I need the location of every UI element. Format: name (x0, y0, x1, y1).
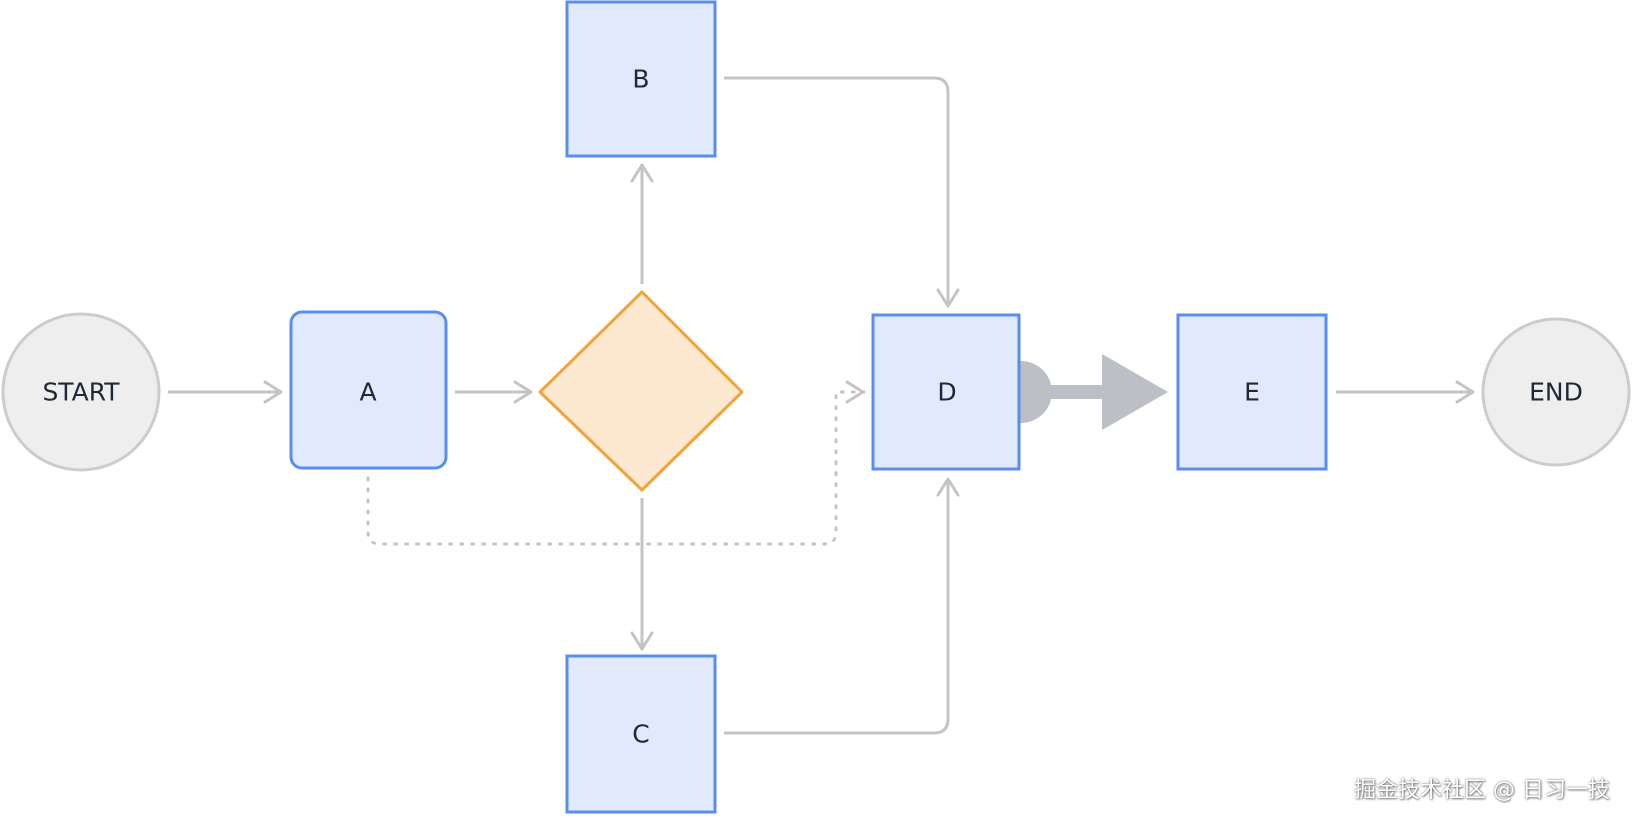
node-e-label: E (1244, 378, 1260, 407)
edge-c-d (724, 477, 960, 735)
edge-b-d (724, 76, 960, 308)
node-a-label: A (359, 378, 376, 407)
node-end-label: END (1529, 378, 1583, 407)
node-b[interactable]: B (565, 0, 717, 158)
node-d[interactable]: D (871, 313, 1021, 471)
node-c-label: C (632, 720, 649, 749)
node-decision[interactable] (538, 290, 744, 492)
watermark: 掘金技术社区 @ 日习一技 (1354, 778, 1610, 803)
bold-arrowhead (1102, 354, 1168, 430)
node-end[interactable]: END (1481, 317, 1631, 467)
node-start[interactable]: START (1, 312, 161, 472)
node-start-label: START (42, 378, 120, 407)
node-c[interactable]: C (565, 654, 717, 814)
node-e[interactable]: E (1176, 313, 1328, 471)
node-a[interactable]: A (289, 310, 448, 470)
node-d-label: D (937, 378, 956, 407)
node-b-label: B (632, 65, 649, 94)
edge-a-d-dotted (366, 380, 866, 546)
